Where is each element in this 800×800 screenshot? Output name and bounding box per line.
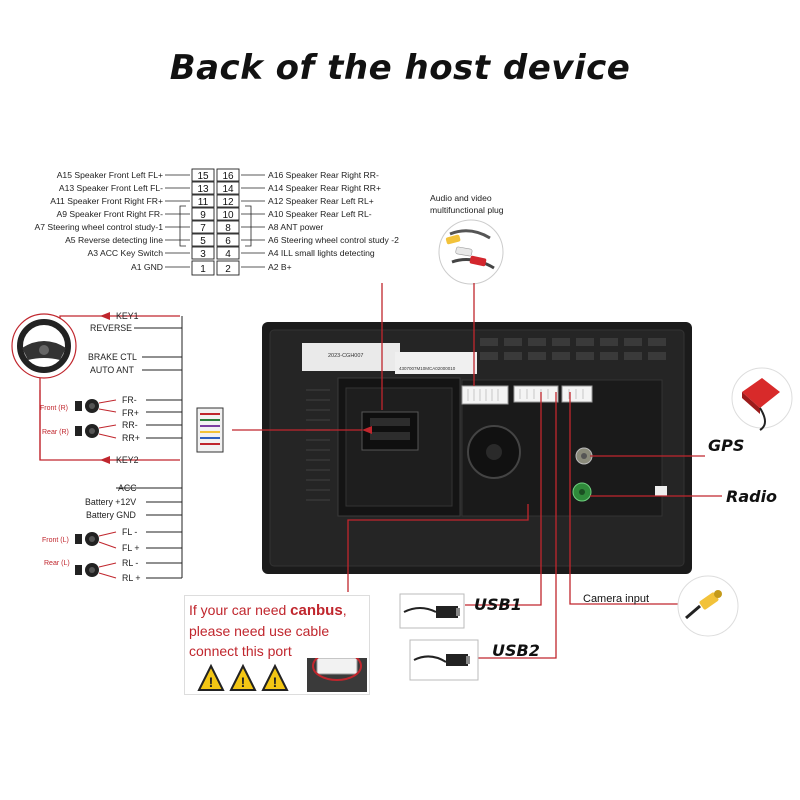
pin-label-a13: A13 Speaker Front Left FL-: [59, 183, 163, 193]
canbus-note-line1: If your car need canbus,: [189, 602, 347, 619]
pin-label-a8: A8 ANT power: [268, 222, 323, 232]
warning-icon: !: [229, 663, 257, 691]
pin-num: 6: [225, 236, 231, 247]
usb1-label: USB1: [474, 595, 522, 614]
av-plug-label-line2: multifunctional plug: [430, 205, 504, 215]
pin-num: 5: [200, 236, 206, 247]
usb-cable-icon: [399, 593, 465, 629]
pin-num: 2: [225, 264, 231, 275]
pin-label-a6: A6 Steering wheel control study -2: [268, 235, 399, 245]
pin-label-a4: A4 ILL small lights detecting: [268, 248, 375, 258]
wire-label-battery: Battery +12V: [85, 497, 136, 507]
wire-label-key2: KEY2: [116, 455, 139, 465]
svg-text:!: !: [241, 674, 246, 690]
warning-icon: !: [261, 663, 289, 691]
pin-label-a9: A9 Speaker Front Right FR-: [56, 209, 163, 219]
pin-label-a14: A14 Speaker Rear Right RR+: [268, 183, 381, 193]
pin-num: 8: [225, 223, 231, 234]
steering-wheel-icon: [11, 313, 77, 379]
pin-num: 13: [197, 184, 209, 195]
wire-label-rr-plus: RR+: [122, 433, 140, 443]
pin-label-a11: A11 Speaker Front Right FR+: [50, 196, 163, 206]
pin-num: 1: [200, 264, 206, 275]
wire-label-auto-ant: AUTO ANT: [90, 365, 134, 375]
pin-num: 14: [222, 184, 234, 195]
svg-text:!: !: [273, 674, 278, 690]
pin-num: 16: [222, 171, 234, 182]
wire-label-rl-plus: RL +: [122, 573, 141, 583]
canbus-port-photo: [307, 658, 367, 692]
camera-input-label: Camera input: [583, 593, 649, 605]
speaker-icon: Rear (R): [42, 424, 117, 439]
device-sticker-2: 4307007M10MCA02000010: [399, 366, 456, 371]
gps-label: GPS: [708, 436, 744, 455]
pin-num: 10: [222, 210, 234, 221]
pin-num: 12: [222, 197, 234, 208]
warning-icon: !: [197, 663, 225, 691]
wire-label-fl-plus: FL +: [122, 543, 140, 553]
speaker-icon: Front (R): [40, 399, 117, 413]
device-sticker-1: 2023-CGH007: [328, 353, 363, 359]
pin-label-a12: A12 Speaker Rear Left RL+: [268, 196, 374, 206]
wire-label-fr-plus: FR+: [122, 408, 139, 418]
pin-num: 15: [197, 171, 209, 182]
av-plug-label-line1: Audio and video: [430, 193, 492, 203]
pin-label-a5: A5 Reverse detecting line: [65, 235, 163, 245]
speaker-label-front-l: Front (L): [42, 537, 69, 544]
speaker-icon: Front (L): [42, 531, 117, 549]
pin-label-a10: A10 Speaker Rear Left RL-: [268, 209, 372, 219]
harness-connector: [196, 407, 224, 453]
pin-num: 7: [200, 223, 206, 234]
pin-num: 11: [198, 197, 209, 208]
wire-label-rr-minus: RR-: [122, 420, 138, 430]
pin-label-a16: A16 Speaker Rear Right RR-: [268, 170, 379, 180]
pin-label-a1: A1 GND: [131, 262, 163, 272]
radio-label: Radio: [726, 487, 777, 506]
wire-label-fl-minus: FL -: [122, 527, 137, 537]
wire-label-rl-minus: RL -: [122, 558, 138, 568]
svg-text:!: !: [209, 674, 214, 690]
usb2-label: USB2: [492, 641, 540, 660]
speaker-label-rear-l: Rear (L): [44, 560, 70, 567]
canbus-note: If your car need canbus, please need use…: [184, 595, 370, 695]
gps-antenna-icon: [731, 367, 793, 431]
wire-label-gnd: Battery GND: [86, 510, 136, 520]
av-plug-icon: [438, 219, 504, 285]
camera-rca-icon: [677, 575, 739, 637]
pin-num: 4: [225, 249, 231, 260]
speaker-label-rear-r: Rear (R): [42, 429, 69, 436]
pin-num: 9: [200, 210, 206, 221]
pin-num: 3: [200, 249, 206, 260]
host-device: 2023-CGH007 4307007M10MCA02000010: [262, 322, 692, 574]
wire-label-key1: KEY1: [116, 311, 139, 321]
canbus-note-line2: please need use cable: [189, 623, 330, 639]
pin-label-a15: A15 Speaker Front Left FL+: [57, 170, 163, 180]
wire-label-acc: ACC: [118, 483, 137, 493]
iso-pin-table: A15 Speaker Front Left FL+ A13 Speaker F…: [35, 168, 399, 276]
pin-label-a3: A3 ACC Key Switch: [88, 248, 164, 258]
usb-cable-icon: [409, 639, 479, 681]
wire-label-reverse: REVERSE: [90, 323, 132, 333]
wire-label-fr-minus: FR-: [122, 395, 137, 405]
pin-label-a7: A7 Steering wheel control study-1: [35, 222, 164, 232]
wire-label-brake: BRAKE CTL: [88, 352, 137, 362]
speaker-icon: Rear (L): [44, 560, 117, 579]
speaker-label-front-r: Front (R): [40, 405, 68, 412]
pin-label-a2: A2 B+: [268, 262, 292, 272]
page-title: Back of the host device: [169, 48, 631, 88]
canbus-graphics: ! ! !: [197, 658, 367, 692]
canbus-note-line3: connect this port: [189, 643, 292, 659]
